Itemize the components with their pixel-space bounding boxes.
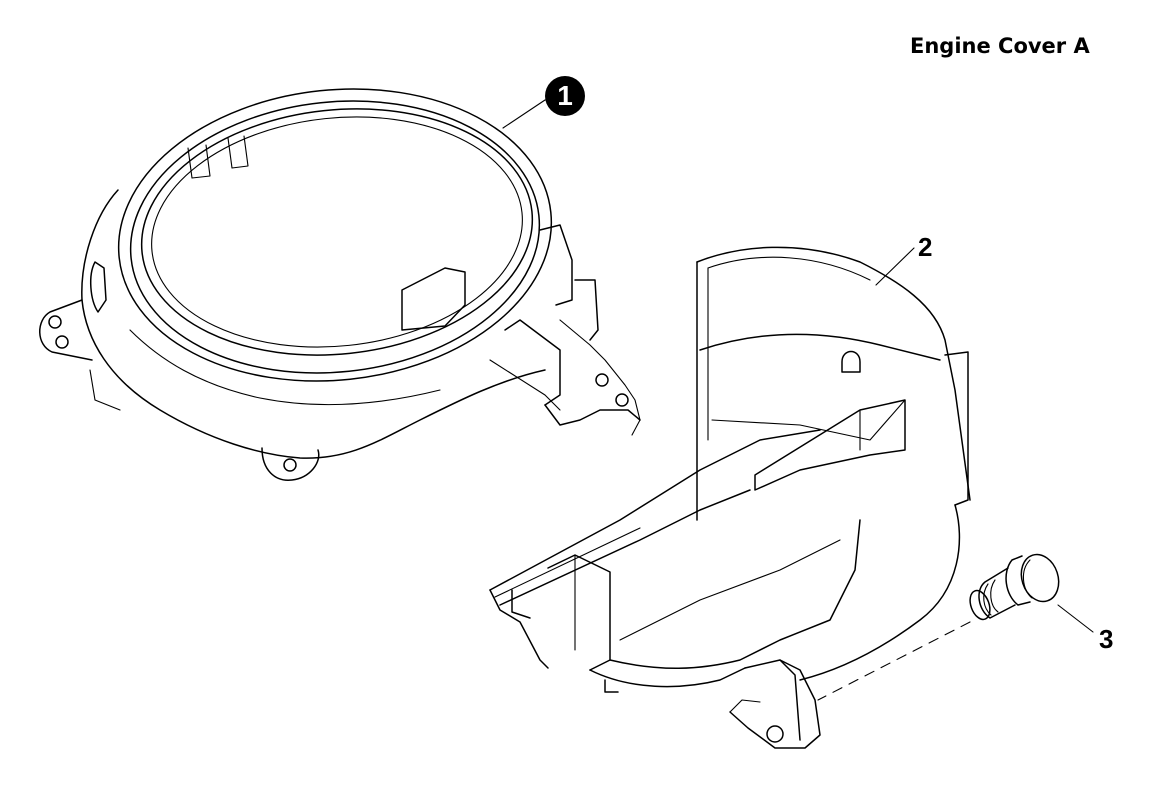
assembly-dash-line <box>817 621 971 701</box>
diagram-title: Engine Cover A <box>910 34 1090 58</box>
part-2-engine-shroud <box>489 246 971 749</box>
callout-1-leader <box>502 99 546 129</box>
callout-3-label: 3 <box>1099 624 1114 654</box>
part-3-screw <box>969 553 1094 633</box>
callout-2-leader <box>875 247 915 286</box>
callout-2-label: 2 <box>918 232 933 262</box>
callout-1-badge: 1 <box>545 76 585 116</box>
part-1-fan-housing <box>39 88 641 481</box>
